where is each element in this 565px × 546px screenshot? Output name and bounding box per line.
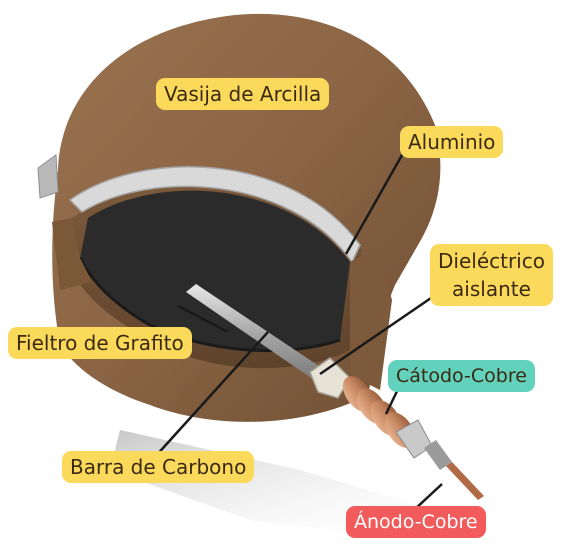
- label-barra-de-carbono: Barra de Carbono: [62, 451, 254, 483]
- label-anodo-cobre: Ánodo-Cobre: [346, 506, 486, 538]
- clay-tab-left: [38, 155, 58, 198]
- label-fieltro-de-grafito: Fieltro de Grafito: [8, 327, 192, 359]
- label-dielectrico-line-1: Dieléctrico: [438, 247, 545, 275]
- label-dielectrico-line-2: aislante: [438, 275, 545, 303]
- label-aluminio: Aluminio: [400, 126, 503, 158]
- copper-anode-wire: [446, 462, 484, 500]
- label-catodo-cobre: Cátodo-Cobre: [388, 360, 535, 392]
- label-dielectrico-aislante: Dieléctrico aislante: [430, 244, 553, 306]
- label-vasija-de-arcilla: Vasija de Arcilla: [156, 78, 329, 110]
